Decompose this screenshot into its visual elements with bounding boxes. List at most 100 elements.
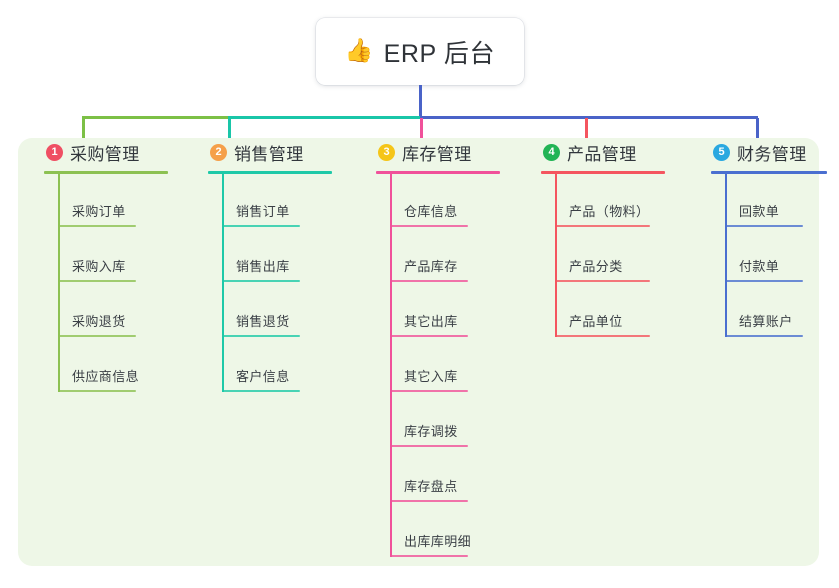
- branch-spine-line: [390, 174, 392, 557]
- branch-item-rule: [390, 555, 468, 557]
- blue-segment: [420, 116, 758, 119]
- branch-item-rule: [390, 280, 468, 282]
- branch-spine-line: [555, 174, 557, 337]
- drop-finance: [756, 118, 759, 148]
- branch-item-rule: [222, 225, 300, 227]
- branch-item-label: 产品库存: [404, 259, 458, 274]
- drop-inventory: [420, 118, 423, 148]
- branch-item-label: 库存盘点: [404, 479, 458, 494]
- branch-item-rule: [222, 335, 300, 337]
- branch-item-rule: [390, 445, 468, 447]
- branch-item-label: 销售订单: [236, 204, 290, 219]
- branch-item[interactable]: 产品（物料）: [541, 174, 665, 229]
- branch-item[interactable]: 产品单位: [541, 284, 665, 339]
- branch-item-list: 销售订单销售出库销售退货客户信息: [208, 174, 332, 394]
- drop-sales: [228, 118, 231, 148]
- branch-item-label: 采购订单: [72, 204, 126, 219]
- branch-spine-line: [725, 174, 727, 337]
- branch-item-rule: [725, 335, 803, 337]
- branch-item-rule: [725, 280, 803, 282]
- branch-column-sales: 2 销售管理销售订单销售出库销售退货客户信息: [208, 138, 332, 394]
- branch-item[interactable]: 采购入库: [44, 229, 168, 284]
- branch-item[interactable]: 出库库明细: [376, 504, 500, 559]
- branch-number-badge: 1: [46, 143, 63, 161]
- branch-item[interactable]: 结算账户: [711, 284, 827, 339]
- branch-number-badge: 5: [713, 143, 730, 161]
- branch-item-rule: [555, 335, 650, 337]
- branch-number-badge: 3: [378, 143, 395, 161]
- root-node-title: ERP 后台: [383, 39, 496, 68]
- branch-item[interactable]: 其它入库: [376, 339, 500, 394]
- branch-item[interactable]: 回款单: [711, 174, 827, 229]
- branch-item-rule: [222, 390, 300, 392]
- branch-item-rule: [555, 225, 650, 227]
- branch-header-rule: [376, 171, 500, 174]
- branch-item-label: 结算账户: [739, 314, 793, 329]
- branch-header-rule: [711, 171, 827, 174]
- branch-item[interactable]: 供应商信息: [44, 339, 168, 394]
- branch-column-purchasing: 1 采购管理采购订单采购入库采购退货供应商信息: [44, 138, 168, 394]
- branch-item-label: 供应商信息: [72, 369, 140, 384]
- branch-item-list: 采购订单采购入库采购退货供应商信息: [44, 174, 168, 394]
- branch-item-rule: [555, 280, 650, 282]
- branch-item-list: 仓库信息产品库存其它出库其它入库库存调拨库存盘点出库库明细: [376, 174, 500, 559]
- branch-item-rule: [58, 280, 136, 282]
- branch-spine-line: [58, 174, 60, 392]
- branch-header-sales[interactable]: 2 销售管理: [208, 138, 332, 166]
- branch-item[interactable]: 库存盘点: [376, 449, 500, 504]
- root-node[interactable]: 👍 ERP 后台: [316, 18, 524, 85]
- branch-header-finance[interactable]: 5 财务管理: [711, 138, 827, 166]
- branch-item-label: 回款单: [739, 204, 780, 219]
- branch-item[interactable]: 仓库信息: [376, 174, 500, 229]
- branch-item[interactable]: 销售退货: [208, 284, 332, 339]
- branch-item[interactable]: 客户信息: [208, 339, 332, 394]
- branch-item-rule: [725, 225, 803, 227]
- branch-item[interactable]: 其它出库: [376, 284, 500, 339]
- branch-item-rule: [58, 390, 136, 392]
- branch-header-product[interactable]: 4 产品管理: [541, 138, 665, 166]
- drop-purchasing: [82, 118, 85, 148]
- branch-title: 财务管理: [737, 144, 807, 164]
- branch-number-badge: 2: [210, 143, 227, 161]
- branch-header-rule: [44, 171, 168, 174]
- branch-column-finance: 5 财务管理回款单付款单结算账户: [711, 138, 827, 339]
- branch-item-label: 出库库明细: [404, 534, 472, 549]
- branch-item-label: 采购入库: [72, 259, 126, 274]
- branch-header-rule: [208, 171, 332, 174]
- branch-item[interactable]: 采购订单: [44, 174, 168, 229]
- root-stem-line: [419, 85, 422, 118]
- branch-item[interactable]: 库存调拨: [376, 394, 500, 449]
- thumbs-up-icon: 👍: [344, 37, 374, 63]
- branch-header-purchasing[interactable]: 1 采购管理: [44, 138, 168, 166]
- branch-item[interactable]: 销售订单: [208, 174, 332, 229]
- branch-item-rule: [58, 335, 136, 337]
- branch-item-label: 产品单位: [569, 314, 623, 329]
- branch-item[interactable]: 产品库存: [376, 229, 500, 284]
- branch-item-rule: [222, 280, 300, 282]
- branch-item-rule: [390, 225, 468, 227]
- branch-number-badge: 4: [543, 143, 560, 161]
- branch-item-list: 回款单付款单结算账户: [711, 174, 827, 339]
- branch-item-label: 销售出库: [236, 259, 290, 274]
- drop-product: [585, 118, 588, 148]
- branch-item[interactable]: 采购退货: [44, 284, 168, 339]
- branch-item-label: 采购退货: [72, 314, 126, 329]
- branch-title: 采购管理: [70, 144, 140, 164]
- branch-title: 销售管理: [234, 144, 304, 164]
- branch-item-label: 其它入库: [404, 369, 458, 384]
- branch-header-rule: [541, 171, 665, 174]
- branch-title: 产品管理: [567, 144, 637, 164]
- branch-item-label: 产品分类: [569, 259, 623, 274]
- branch-item-label: 仓库信息: [404, 204, 458, 219]
- branch-item-rule: [390, 335, 468, 337]
- branch-item-rule: [390, 500, 468, 502]
- branch-item[interactable]: 销售出库: [208, 229, 332, 284]
- branch-item[interactable]: 付款单: [711, 229, 827, 284]
- branch-item-rule: [58, 225, 136, 227]
- branch-item-label: 销售退货: [236, 314, 290, 329]
- branch-item[interactable]: 产品分类: [541, 229, 665, 284]
- teal-segment: [228, 116, 420, 119]
